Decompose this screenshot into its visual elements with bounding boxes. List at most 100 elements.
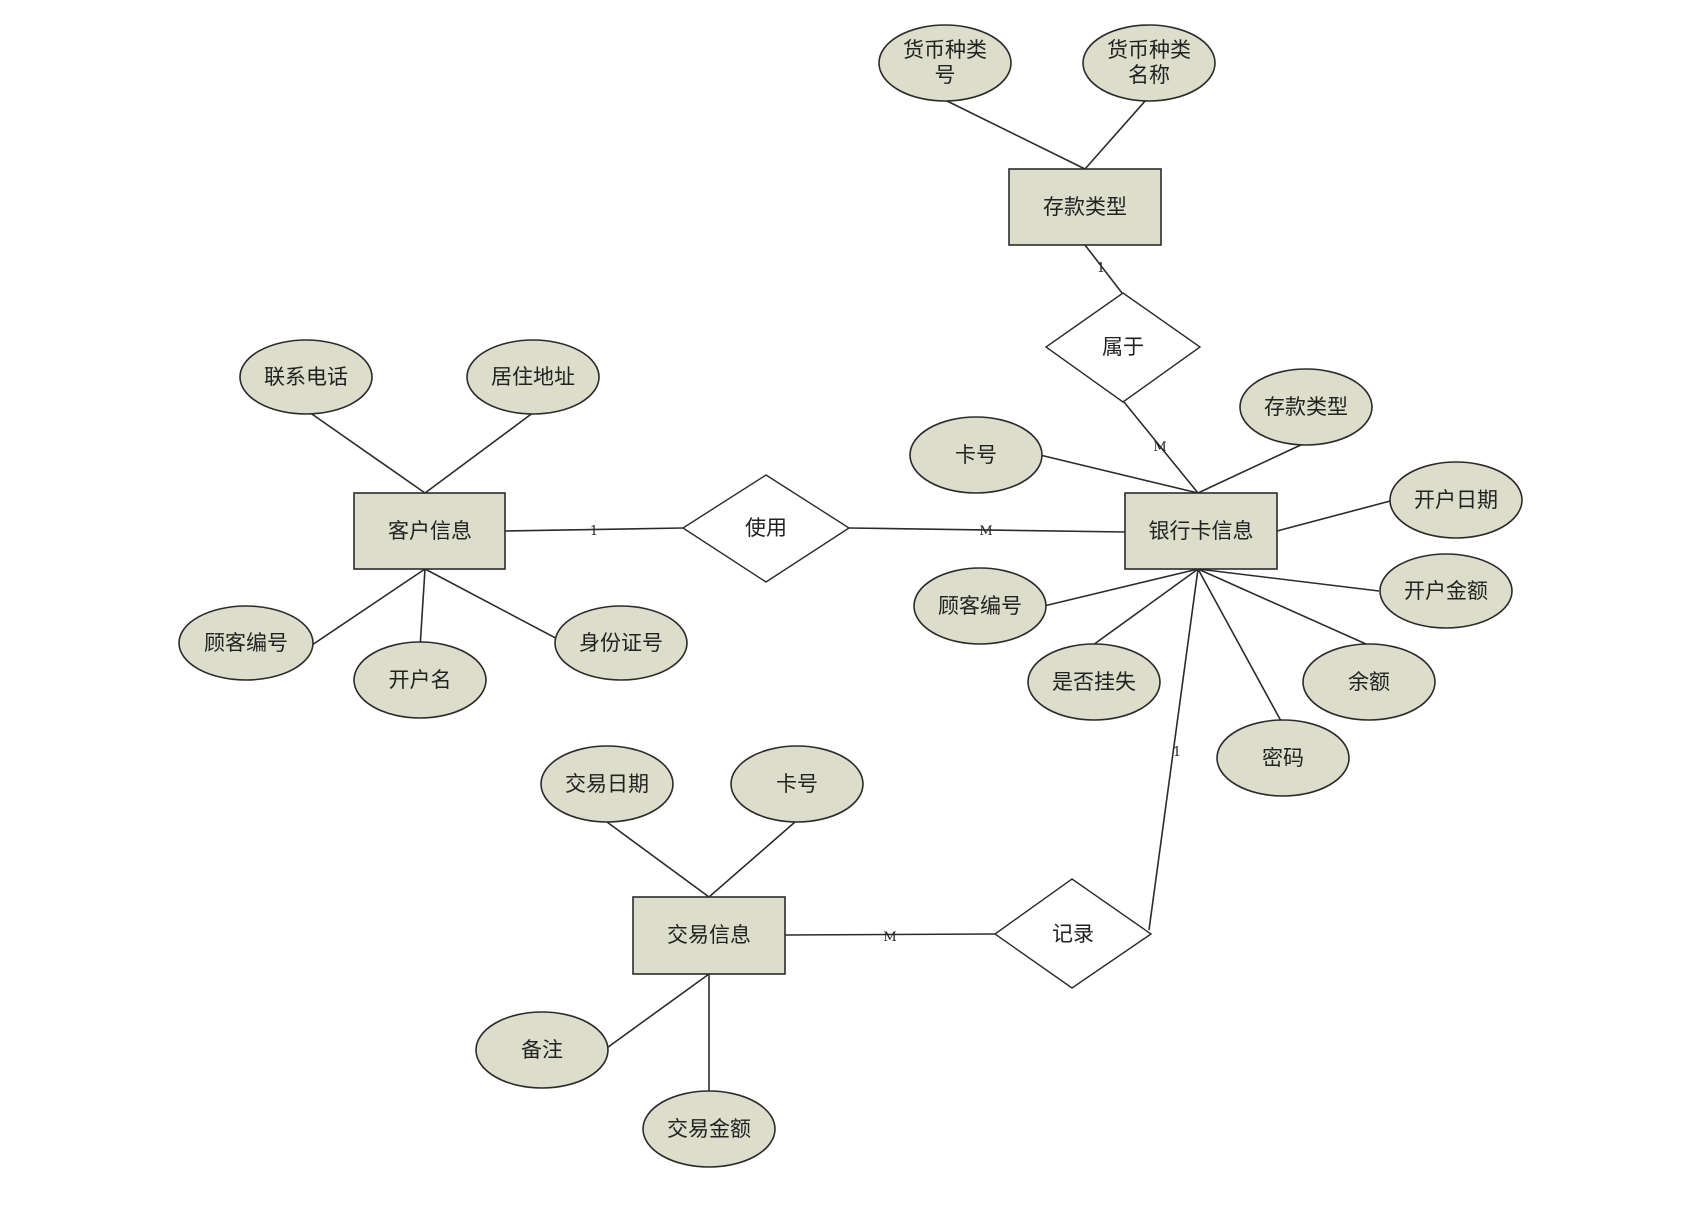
line-use-card [848,527,1126,533]
attribute-tx-amount-shape [642,1090,776,1168]
line-customer-use [504,527,684,532]
relationship-use-shape [681,474,851,583]
attribute-card-open-amount-shape [1379,553,1513,629]
attribute-card-password[interactable]: 密码 [1216,719,1350,797]
cardinality-belong-deposit: 1 [1097,261,1105,276]
line-customer-address [424,411,535,494]
attribute-currency-code-shape [878,24,1012,102]
attribute-customer-idcard-label: 身份证号 [579,631,663,655]
attribute-currency-name-label-line1: 货币种类 [1107,38,1191,62]
relationship-belong-shape [1044,292,1202,403]
attribute-currency-code-label-line2: 号 [935,63,956,87]
attribute-card-customer-id[interactable]: 顾客编号 [913,567,1047,645]
relationship-use[interactable]: 使用 [681,474,851,583]
attribute-card-open-date-label: 开户日期 [1414,488,1498,512]
line-tx-date [606,821,710,898]
attribute-tx-date-shape [540,745,674,823]
entity-bank-card-box [1124,492,1278,570]
attribute-card-deposit-type[interactable]: 存款类型 [1239,368,1373,446]
entity-bank-card-label: 银行卡信息 [1149,519,1254,543]
attribute-card-open-amount[interactable]: 开户金额 [1379,553,1513,629]
line-customer-name [419,568,426,649]
line-card-balance [1197,568,1367,645]
line-card-open-date [1276,499,1395,532]
attribute-tx-note-label: 备注 [521,1038,563,1062]
line-card-record [1148,568,1199,931]
attribute-tx-note-shape [475,1011,609,1089]
entity-customer-box [353,492,506,570]
line-card-lost [1092,568,1199,646]
attribute-card-balance[interactable]: 余额 [1302,643,1436,721]
attribute-tx-note[interactable]: 备注 [475,1011,609,1089]
attribute-card-number[interactable]: 卡号 [909,416,1043,494]
entity-transaction-box [632,896,786,975]
attribute-customer-idcard-shape [554,605,688,681]
attribute-card-open-date[interactable]: 开户日期 [1389,461,1523,539]
attribute-currency-name-shape [1082,24,1216,102]
attribute-currency-name[interactable]: 货币种类 名称 [1082,24,1216,102]
attribute-card-lost-shape [1027,643,1161,721]
relationship-record[interactable]: 记录 [993,878,1153,989]
cardinality-use-customer: 1 [590,524,598,539]
line-tx-note [603,973,710,1051]
entity-transaction[interactable]: 交易信息 [632,896,786,975]
attribute-customer-address-label: 居住地址 [491,365,575,389]
attribute-customer-phone[interactable]: 联系电话 [239,339,373,415]
attribute-card-open-date-shape [1389,461,1523,539]
line-card-customer-id [1043,568,1199,607]
attribute-card-lost[interactable]: 是否挂失 [1027,643,1161,721]
connectors [308,99,1395,1092]
attribute-customer-id-shape [178,605,314,681]
attribute-tx-amount-label: 交易金额 [667,1117,751,1141]
attribute-customer-id[interactable]: 顾客编号 [178,605,314,681]
attribute-customer-phone-shape [239,339,373,415]
attribute-customer-address-shape [466,339,600,415]
line-belong-card [1123,401,1199,494]
cardinality-labels: 1 M 1 M 1 M [590,261,1181,945]
entity-bank-card[interactable]: 银行卡信息 [1124,492,1278,570]
attribute-card-customer-id-label: 顾客编号 [938,594,1022,618]
attribute-currency-code-label-line1: 货币种类 [903,38,987,62]
line-card-open-amount [1197,568,1380,592]
line-tx-card [708,821,796,898]
line-card-number [1039,454,1199,494]
attribute-card-open-amount-label: 开户金额 [1404,579,1488,603]
relationship-use-label: 使用 [745,516,787,540]
attribute-tx-card-shape [730,745,864,823]
line-customer-idcard [424,568,566,644]
attribute-card-balance-label: 余额 [1348,670,1390,694]
entity-customer[interactable]: 客户信息 [353,492,506,570]
attribute-currency-code[interactable]: 货币种类 号 [878,24,1012,102]
line-record-transaction [784,933,996,936]
relationship-belong-label: 属于 [1102,335,1144,359]
cardinality-belong-card: M [1153,440,1166,455]
cardinality-record-transaction: M [883,930,896,945]
entity-transaction-label: 交易信息 [667,923,751,947]
attribute-customer-name[interactable]: 开户名 [353,641,487,719]
attribute-card-password-shape [1216,719,1350,797]
relationship-record-shape [993,878,1153,989]
attribute-customer-phone-label: 联系电话 [264,365,348,389]
attribute-tx-card[interactable]: 卡号 [730,745,864,823]
attribute-customer-name-shape [353,641,487,719]
cardinality-use-card: M [979,524,992,539]
attribute-currency-name-label-line2: 名称 [1128,63,1170,87]
attribute-customer-address[interactable]: 居住地址 [466,339,600,415]
line-card-password [1197,568,1282,722]
relationship-belong[interactable]: 属于 [1044,292,1202,403]
attribute-customer-id-label: 顾客编号 [204,631,288,655]
attribute-tx-date[interactable]: 交易日期 [540,745,674,823]
attribute-tx-card-label: 卡号 [776,772,818,796]
attribute-card-balance-shape [1302,643,1436,721]
attribute-tx-amount[interactable]: 交易金额 [642,1090,776,1168]
line-deposit-belong [1084,244,1123,294]
cardinality-record-card: 1 [1173,745,1181,760]
entity-deposit-type[interactable]: 存款类型 [1008,168,1162,246]
line-customer-id [311,568,426,646]
attribute-card-password-label: 密码 [1262,746,1304,770]
attribute-card-number-label: 卡号 [955,443,997,467]
line-card-deposit-type [1197,442,1306,494]
attribute-customer-idcard[interactable]: 身份证号 [554,605,688,681]
line-deposit-currency-code [944,99,1086,170]
line-deposit-currency-name [1084,99,1147,170]
